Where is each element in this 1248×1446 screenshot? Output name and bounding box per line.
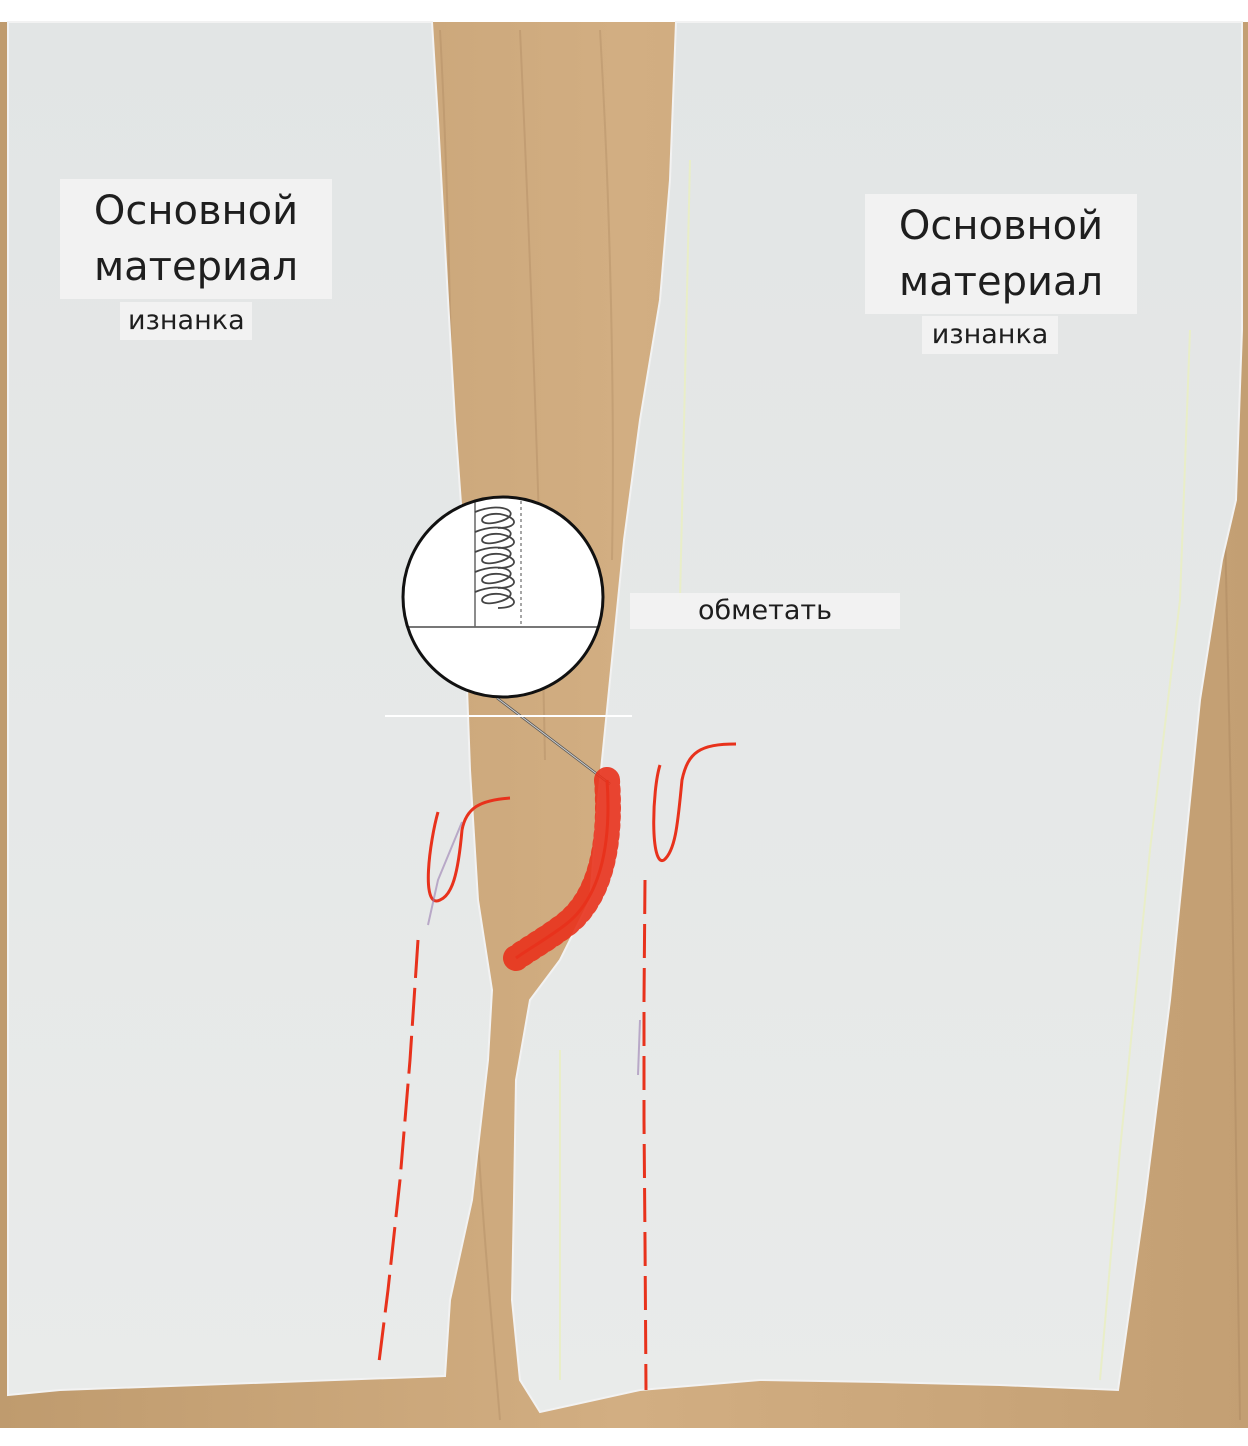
right-label-line2: материал: [873, 254, 1129, 310]
right-side-label: изнанка: [922, 316, 1058, 354]
left-material-label: Основной материал: [60, 179, 332, 299]
right-material-label: Основной материал: [865, 194, 1137, 314]
left-side-label: изнанка: [120, 302, 252, 340]
overlock-stitch-detail-icon: [403, 495, 603, 697]
left-label-line1: Основной: [68, 183, 324, 239]
right-label-line1: Основной: [873, 198, 1129, 254]
left-label-line2: материал: [68, 239, 324, 295]
overcast-action-label: обметать: [630, 593, 900, 629]
